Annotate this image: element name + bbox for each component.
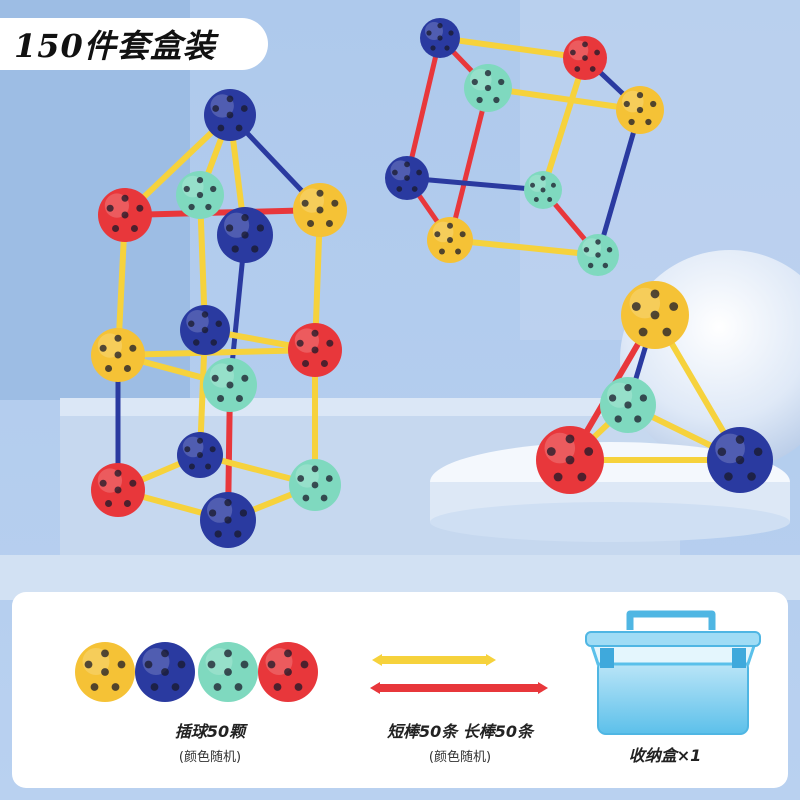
toy-ball [203, 358, 257, 412]
item-note-balls: (颜色随机) [178, 750, 242, 765]
toy-ball [420, 18, 460, 58]
toy-ball [177, 432, 223, 478]
toy-ball [293, 183, 347, 237]
toy-ball [563, 36, 607, 80]
toy-ball [91, 463, 145, 517]
toy-ball [616, 86, 664, 134]
item-label-box: 收纳盒×1 [628, 746, 702, 765]
rod-set-icon [370, 654, 548, 694]
toy-ball [427, 217, 473, 263]
toy-ball [707, 427, 773, 493]
toy-ball [200, 492, 256, 548]
toy-ball [464, 64, 512, 112]
toy-ball [524, 171, 562, 209]
ball-set-icon [198, 642, 258, 702]
toy-ball [98, 188, 152, 242]
toy-ball [385, 156, 429, 200]
storage-box-icon [585, 610, 761, 735]
toy-ball [204, 89, 256, 141]
ball-set-icon [75, 642, 135, 702]
toy-ball [180, 305, 230, 355]
item-label-balls: 插球50颗 [174, 722, 246, 741]
toy-ball [621, 281, 689, 349]
title-badge: 150件套盒装 [0, 18, 268, 70]
toy-ball [288, 323, 342, 377]
item-note-rods: (颜色随机) [428, 750, 492, 765]
item-label-rods: 短棒50条 长棒50条 [386, 722, 534, 741]
toy-ball [536, 426, 604, 494]
ball-set-icon [135, 642, 195, 702]
toy-ball [289, 459, 341, 511]
toy-ball [176, 171, 224, 219]
toy-ball [217, 207, 273, 263]
ball-set-icon [258, 642, 318, 702]
toy-ball [600, 377, 656, 433]
toy-ball [91, 328, 145, 382]
toy-ball [577, 234, 619, 276]
product-title: 150件套盒装 [14, 27, 216, 65]
